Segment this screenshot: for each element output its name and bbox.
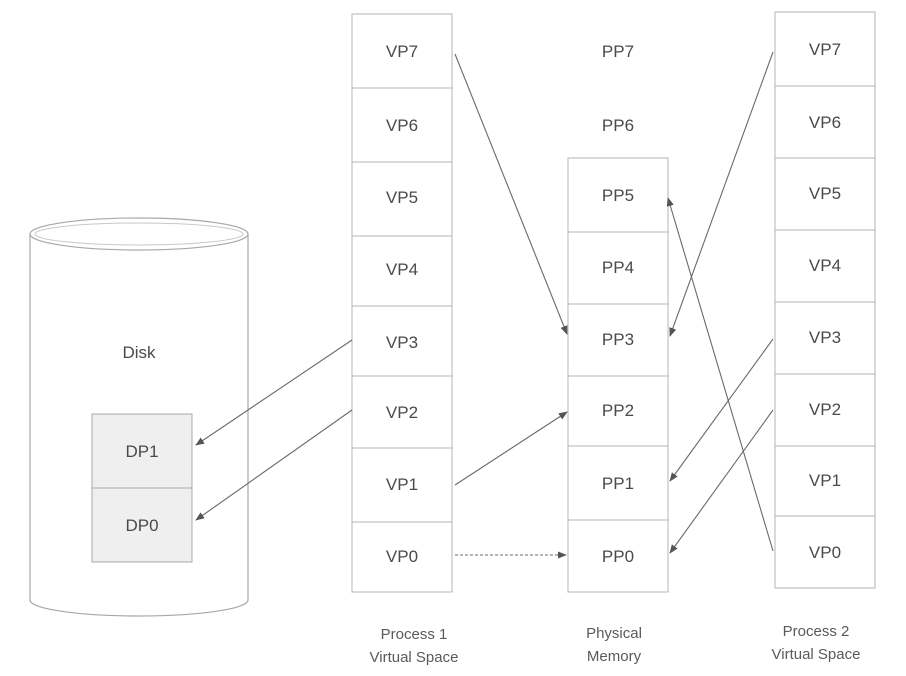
p2-page-vp5	[774, 157, 876, 231]
phys-page-pp0	[567, 519, 669, 593]
p1-page-label: VP5	[386, 188, 418, 207]
phys-page-pp3	[567, 303, 669, 377]
p1-page-label: VP3	[386, 333, 418, 352]
p2-page-vp3	[774, 301, 876, 375]
p1-page-vp3	[351, 305, 453, 377]
p1-page-label: VP6	[386, 116, 418, 135]
disk-page-label: DP0	[125, 516, 158, 535]
phys-page-label: PP5	[602, 186, 634, 205]
process2-caption-line1: Process 2	[783, 623, 850, 640]
physical-memory-column: PP7 PP6 PP5 PP4 PP3 PP2 PP1 PP0	[567, 42, 669, 593]
phys-page-pp5	[567, 157, 669, 233]
p1-page-vp7	[351, 13, 453, 89]
p1-page-vp0	[351, 521, 453, 593]
arrow-p2-vp7-to-pp3	[669, 51, 774, 337]
p2-page-vp1	[774, 445, 876, 517]
arrow-p1-vp2-to-dp0	[195, 409, 353, 521]
phys-page-label: PP1	[602, 474, 634, 493]
phys-page-pp4	[567, 231, 669, 305]
arrow-p2-vp3-to-pp1	[669, 338, 774, 482]
arrow-p1-vp1-to-pp2	[454, 411, 568, 486]
phys-page-label: PP4	[602, 258, 634, 277]
disk: Disk DP1 DP0	[29, 217, 249, 617]
p2-page-vp6	[774, 85, 876, 159]
captions: Process 1 Virtual Space Physical Memory …	[370, 623, 861, 666]
phys-page-label: PP3	[602, 330, 634, 349]
phys-page-pp2	[567, 375, 669, 447]
p2-page-vp2	[774, 373, 876, 447]
p2-page-label: VP5	[809, 184, 841, 203]
p2-page-label: VP7	[809, 40, 841, 59]
phys-page-label: PP7	[602, 42, 634, 61]
phys-page-label: PP6	[602, 116, 634, 135]
p1-page-vp4	[351, 235, 453, 307]
p1-page-label: VP1	[386, 475, 418, 494]
p1-page-label: VP2	[386, 403, 418, 422]
disk-page-label: DP1	[125, 442, 158, 461]
p2-page-vp7	[774, 11, 876, 87]
p1-page-vp1	[351, 447, 453, 523]
p2-page-label: VP4	[809, 256, 841, 275]
p1-page-vp2	[351, 375, 453, 449]
p2-page-vp0	[774, 515, 876, 589]
arrow-p1-vp3-to-dp1	[195, 339, 353, 446]
disk-top-outer	[29, 217, 249, 251]
physical-caption-line1: Physical	[586, 625, 642, 642]
arrow-p1-vp7-to-pp3	[454, 53, 568, 335]
p1-page-label: VP0	[386, 547, 418, 566]
mapping-arrows	[195, 51, 774, 559]
p1-page-vp5	[351, 161, 453, 237]
p2-page-label: VP3	[809, 328, 841, 347]
p1-page-vp6	[351, 87, 453, 163]
arrow-p2-vp0-to-pp5	[666, 197, 774, 552]
p1-page-label: VP7	[386, 42, 418, 61]
process1-caption-line2: Virtual Space	[370, 649, 459, 666]
p2-page-vp4	[774, 229, 876, 303]
process2-column: VP7 VP6 VP5 VP4 VP3 VP2 VP1 VP0	[774, 11, 876, 589]
p1-page-label: VP4	[386, 260, 418, 279]
p2-page-label: VP0	[809, 543, 841, 562]
disk-page-dp0	[91, 487, 193, 563]
phys-page-label: PP2	[602, 401, 634, 420]
phys-page-pp1	[567, 445, 669, 521]
physical-caption-line2: Memory	[587, 648, 642, 665]
phys-page-label: PP0	[602, 547, 634, 566]
process1-caption-line1: Process 1	[381, 626, 448, 643]
arrow-p2-vp2-to-pp0	[669, 409, 774, 554]
process1-column: VP7 VP6 VP5 VP4 VP3 VP2 VP1 VP0	[351, 13, 453, 593]
p2-page-label: VP2	[809, 400, 841, 419]
disk-top-inner	[34, 222, 244, 246]
p2-page-label: VP6	[809, 113, 841, 132]
process2-caption-line2: Virtual Space	[772, 646, 861, 663]
disk-label: Disk	[122, 343, 156, 362]
p2-page-label: VP1	[809, 471, 841, 490]
